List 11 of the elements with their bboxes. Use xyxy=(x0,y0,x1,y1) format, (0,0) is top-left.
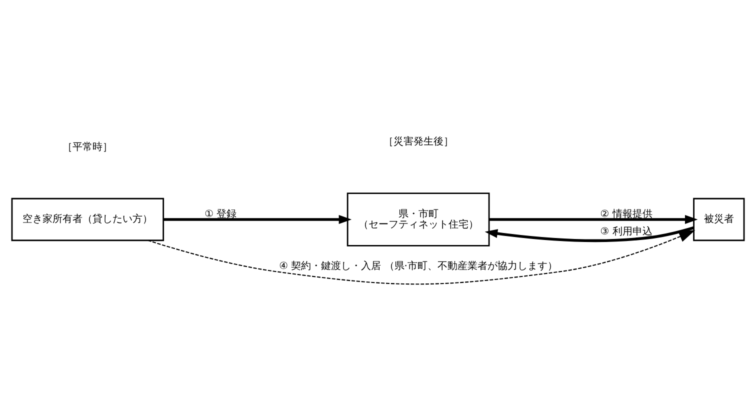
edge-label: ④ 契約・鍵渡し・入居 （県·市町、不動産業者が協力します） xyxy=(279,260,558,272)
arrow xyxy=(489,214,698,224)
label: ［災害発生後］ xyxy=(383,136,454,147)
edge-label: ① 登録 xyxy=(204,208,237,220)
edge-label: ③ 利用申込 xyxy=(600,226,652,237)
node-box: 空き家所有者（貸したい方） xyxy=(11,197,164,241)
arrow xyxy=(163,214,352,224)
node-box: 県・市町 （セーフティネット住宅） xyxy=(346,192,490,246)
label: ［平常時］ xyxy=(62,141,113,152)
edge-label: ② 情報提供 xyxy=(600,208,652,220)
node-box: 被災者 xyxy=(693,197,745,241)
